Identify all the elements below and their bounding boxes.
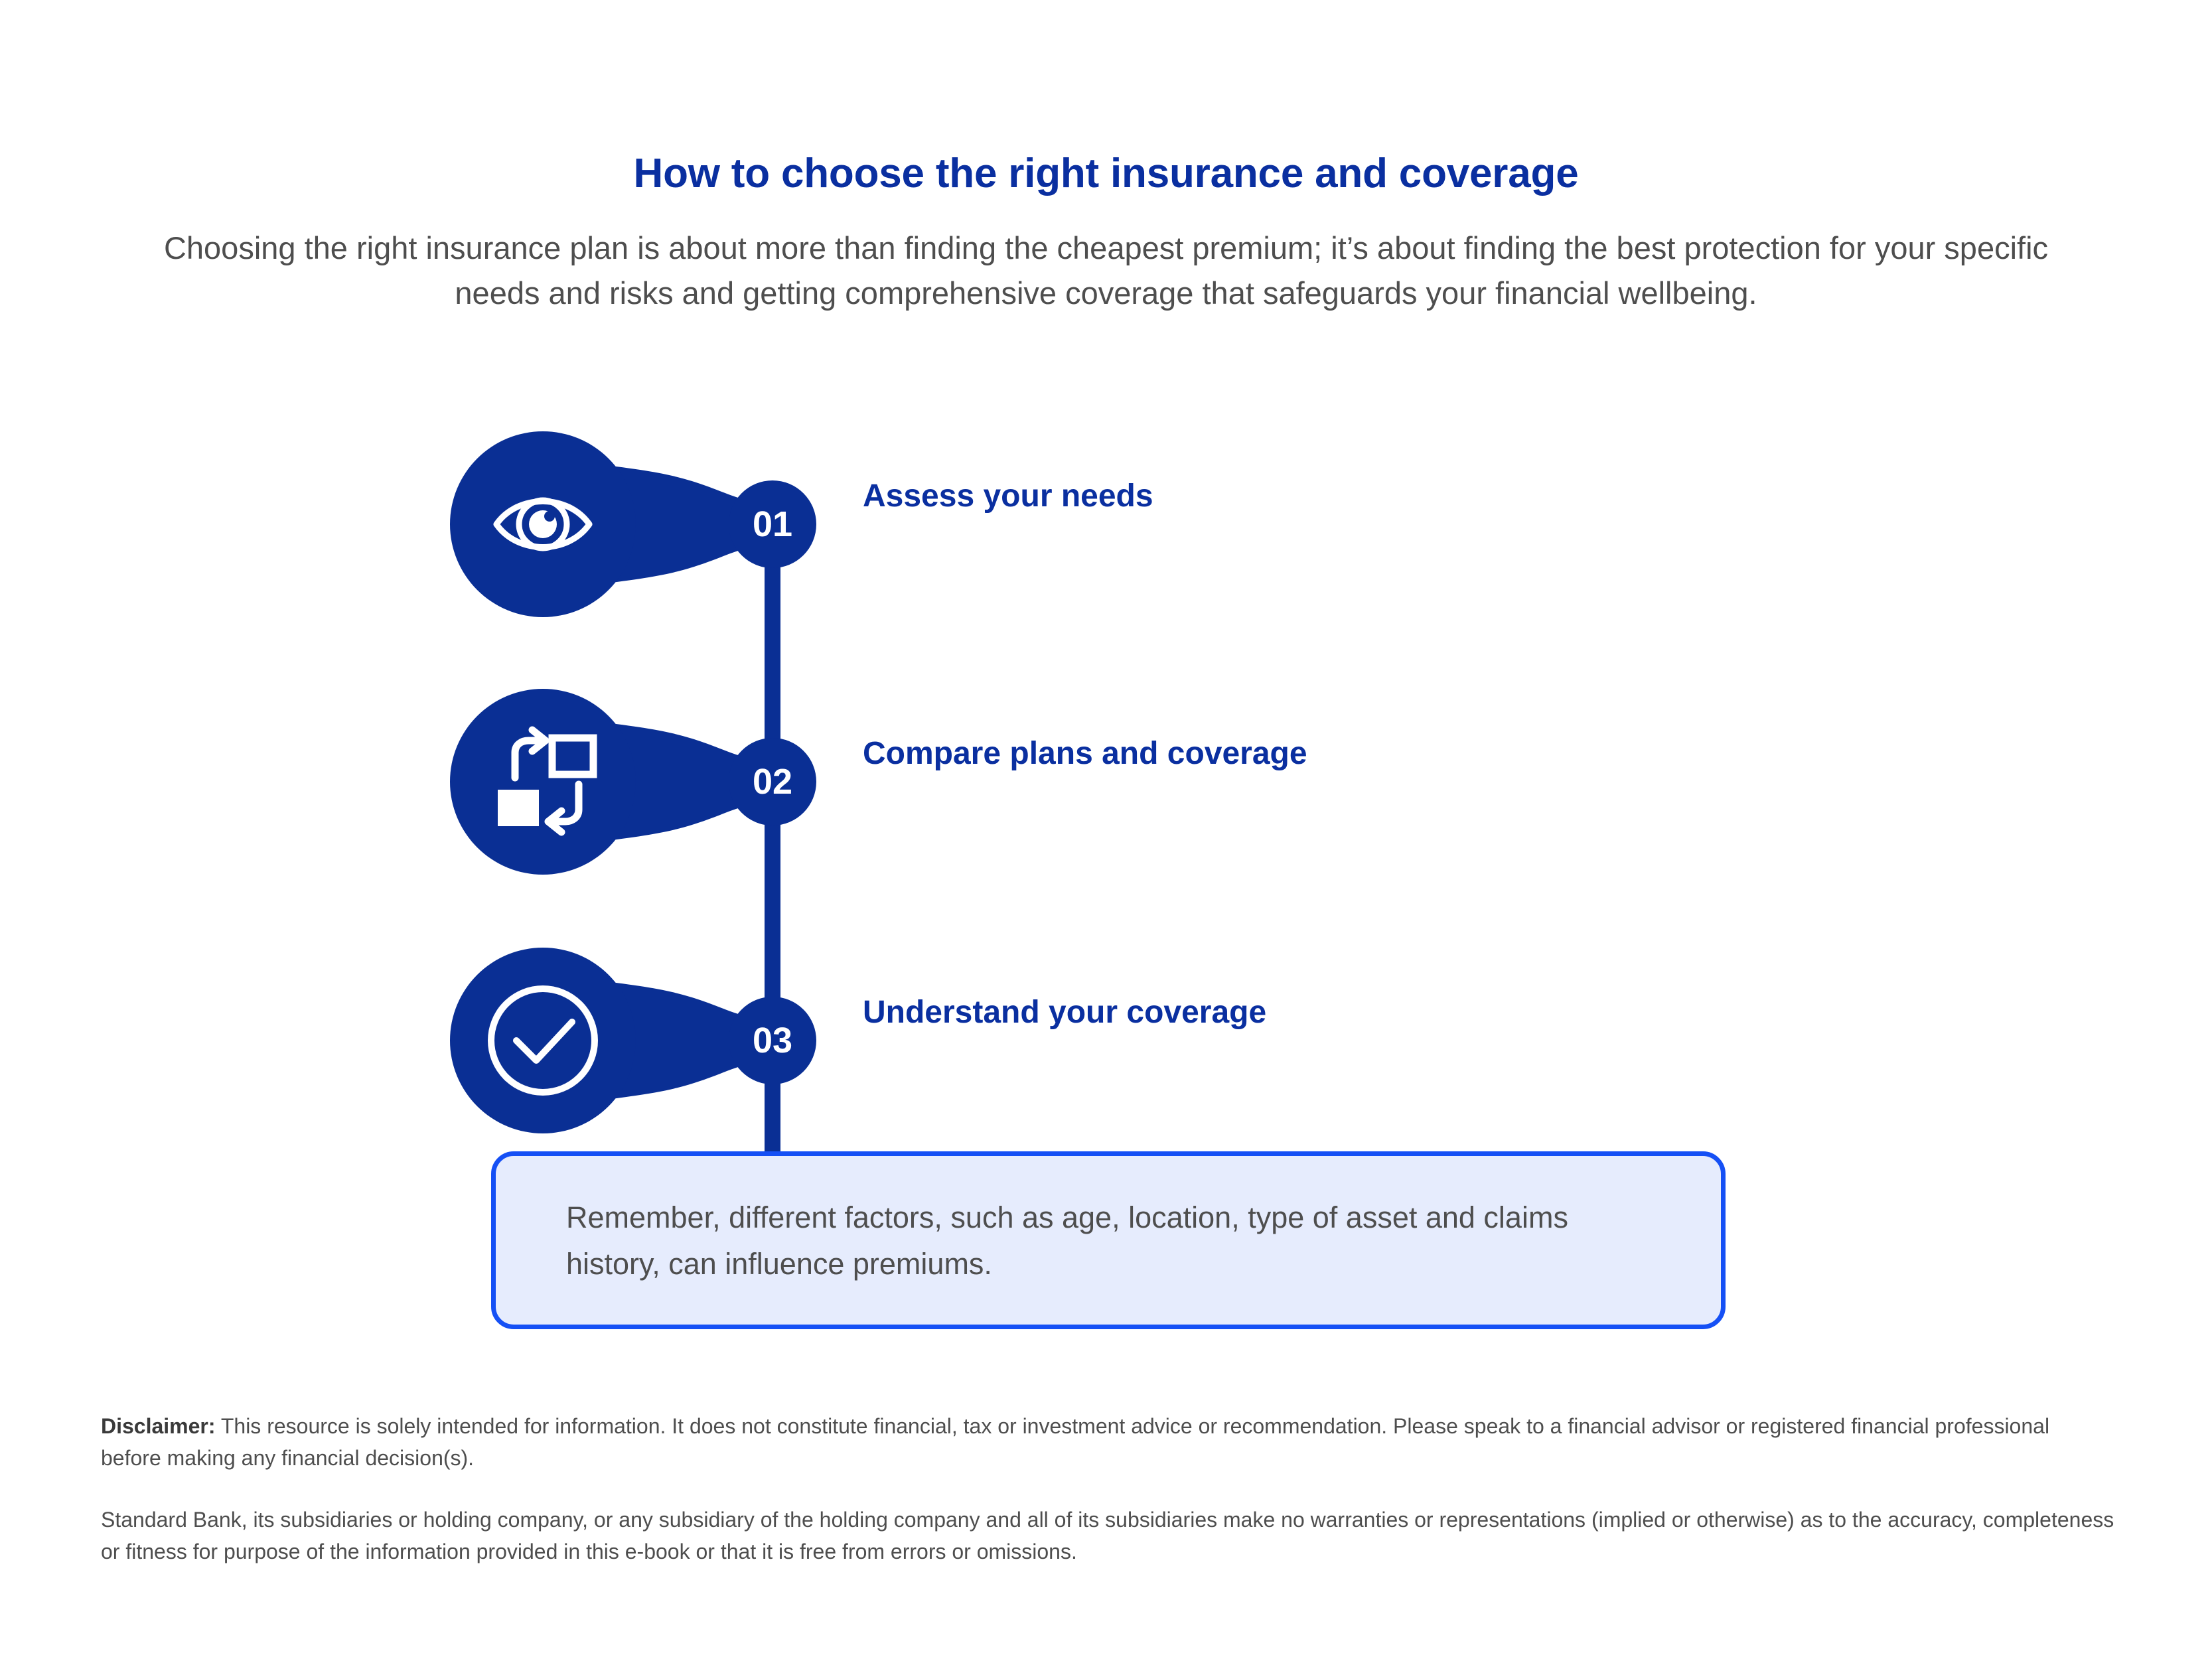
step-number-circle-01 (729, 480, 816, 568)
check-circle-icon (488, 985, 598, 1096)
page-title: How to choose the right insurance and co… (633, 151, 1579, 196)
disclaimer-lead: Disclaimer: (101, 1414, 216, 1438)
step-title-02: Compare plans and coverage (863, 736, 1307, 771)
step-number-label-02: 02 (753, 762, 792, 802)
eye-icon (493, 497, 593, 551)
timeline-graphic: 01 02 (450, 431, 816, 1287)
swap-squares-icon (498, 726, 597, 836)
step-label-list: Assess your needs Compare plans and cove… (0, 398, 2212, 1327)
disclaimer-paragraph-2: Standard Bank, its subsidiaries or holdi… (101, 1508, 2114, 1563)
step-number-circle-02 (729, 738, 816, 826)
step-icon-circle-03 (450, 948, 636, 1133)
callout-text: Remember, different factors, such as age… (566, 1200, 1568, 1281)
step-number-circle-03 (729, 997, 816, 1084)
remember-callout-box: Remember, different factors, such as age… (491, 1151, 1726, 1329)
step-title-01: Assess your needs (863, 478, 1153, 514)
disclaimer: Disclaimer: This resource is solely inte… (101, 1410, 2115, 1567)
timeline-node-02[interactable]: 02 (450, 689, 816, 875)
step-number-label-01: 01 (753, 504, 792, 544)
timeline: 01 02 (0, 398, 2212, 1327)
step-title-03: Understand your coverage (863, 995, 1267, 1030)
disclaimer-paragraph-1: Disclaimer: This resource is solely inte… (101, 1410, 2115, 1474)
timeline-node-03[interactable]: 03 (450, 948, 816, 1133)
timeline-node-01[interactable]: 01 (450, 431, 816, 617)
step-number-label-03: 03 (753, 1021, 792, 1060)
header: How to choose the right insurance and co… (0, 0, 2212, 316)
page-subtitle: Choosing the right insurance plan is abo… (163, 230, 2049, 311)
disclaimer-body-1: This resource is solely intended for inf… (101, 1414, 2050, 1470)
